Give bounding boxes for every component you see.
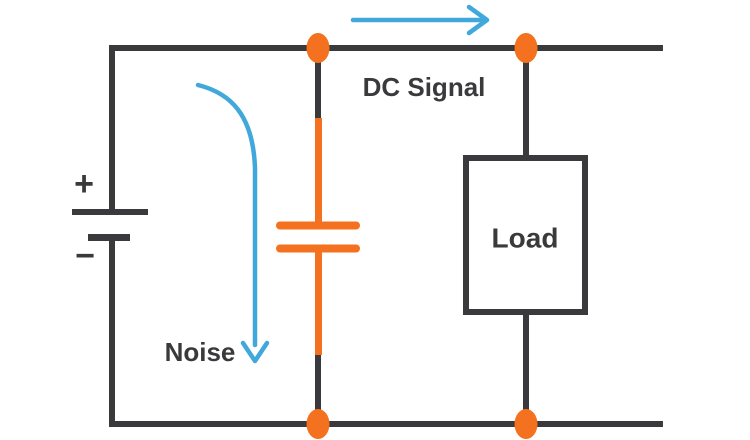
load-box [463, 155, 588, 315]
dc-signal-label: DC Signal [363, 72, 486, 102]
noise-label: Noise [165, 337, 236, 367]
battery-minus-label: − [75, 237, 95, 275]
wire-bottom-rail [109, 240, 663, 427]
noise-arrowhead-icon [240, 340, 270, 364]
junction-dot-bottom-right [514, 409, 538, 439]
load-label: Load [492, 223, 559, 254]
junction-dot-bottom-left [306, 409, 330, 439]
junction-dot-top-left [306, 33, 330, 63]
noise-arrow: Noise [165, 82, 270, 367]
junction-dot-top-right [514, 33, 538, 63]
junction-dots [306, 33, 538, 439]
load-component: Load [463, 155, 588, 315]
dc-signal-arrowhead-icon [466, 4, 490, 36]
capacitor-symbol [276, 118, 360, 355]
dc-signal-arrow: DC Signal [350, 4, 490, 102]
wire-top-rail [109, 45, 663, 209]
noise-arrow-shaft [195, 82, 258, 348]
battery-plus-label: + [74, 165, 94, 203]
battery-symbol: + − [72, 165, 148, 275]
